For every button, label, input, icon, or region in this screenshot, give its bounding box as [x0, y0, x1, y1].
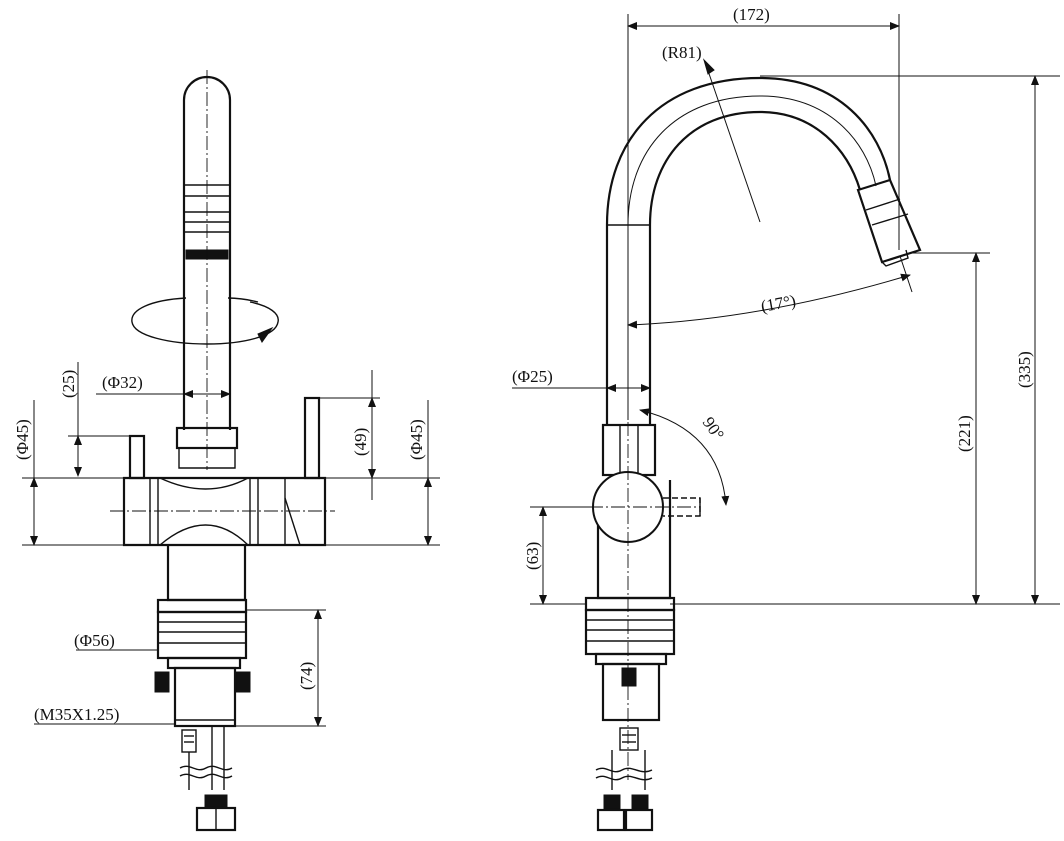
dim-angle-17: (17°)	[759, 291, 797, 316]
front-spout	[182, 70, 232, 470]
front-hoses	[179, 726, 237, 832]
dim-radius: (R81)	[662, 43, 702, 62]
dim-thread: (M35X1.25)	[34, 705, 119, 724]
dim-angle-90: 90°	[699, 413, 728, 443]
right-handle	[303, 396, 321, 480]
dim-handle-height: (49)	[351, 428, 370, 456]
front-view: (Φ32) (25) (Φ45) (49) (Φ45) (Φ56) (74) (…	[13, 70, 440, 832]
dim-spout-height: (221)	[955, 415, 974, 452]
front-body	[110, 476, 335, 547]
front-dimensions	[22, 362, 440, 727]
dim-handle-length: (25)	[59, 370, 78, 398]
front-collar	[175, 426, 239, 450]
left-handle	[128, 434, 146, 480]
dim-total-height: (335)	[1015, 351, 1034, 388]
dim-body-dia-left: (Φ45)	[13, 419, 32, 460]
dim-spout-dia-side: (Φ25)	[512, 367, 553, 386]
dim-base-dia: (Φ56)	[74, 631, 115, 650]
side-view: (172) (R81) (17°) 90° (335) (221) (63) (…	[512, 5, 1060, 832]
dim-body-dia-right: (Φ45)	[407, 419, 426, 460]
dim-shank-length: (74)	[297, 662, 316, 690]
rotation-arrow-icon	[131, 297, 279, 345]
side-body	[545, 423, 701, 600]
front-base	[154, 545, 251, 728]
side-base	[584, 400, 676, 780]
side-hoses	[595, 727, 654, 832]
dim-spout-dia-front: (Φ32)	[102, 373, 143, 392]
dim-lever-height: (63)	[523, 542, 542, 570]
side-dimensions	[512, 14, 1060, 605]
side-spout	[605, 76, 922, 425]
dim-top-width: (172)	[733, 5, 770, 24]
